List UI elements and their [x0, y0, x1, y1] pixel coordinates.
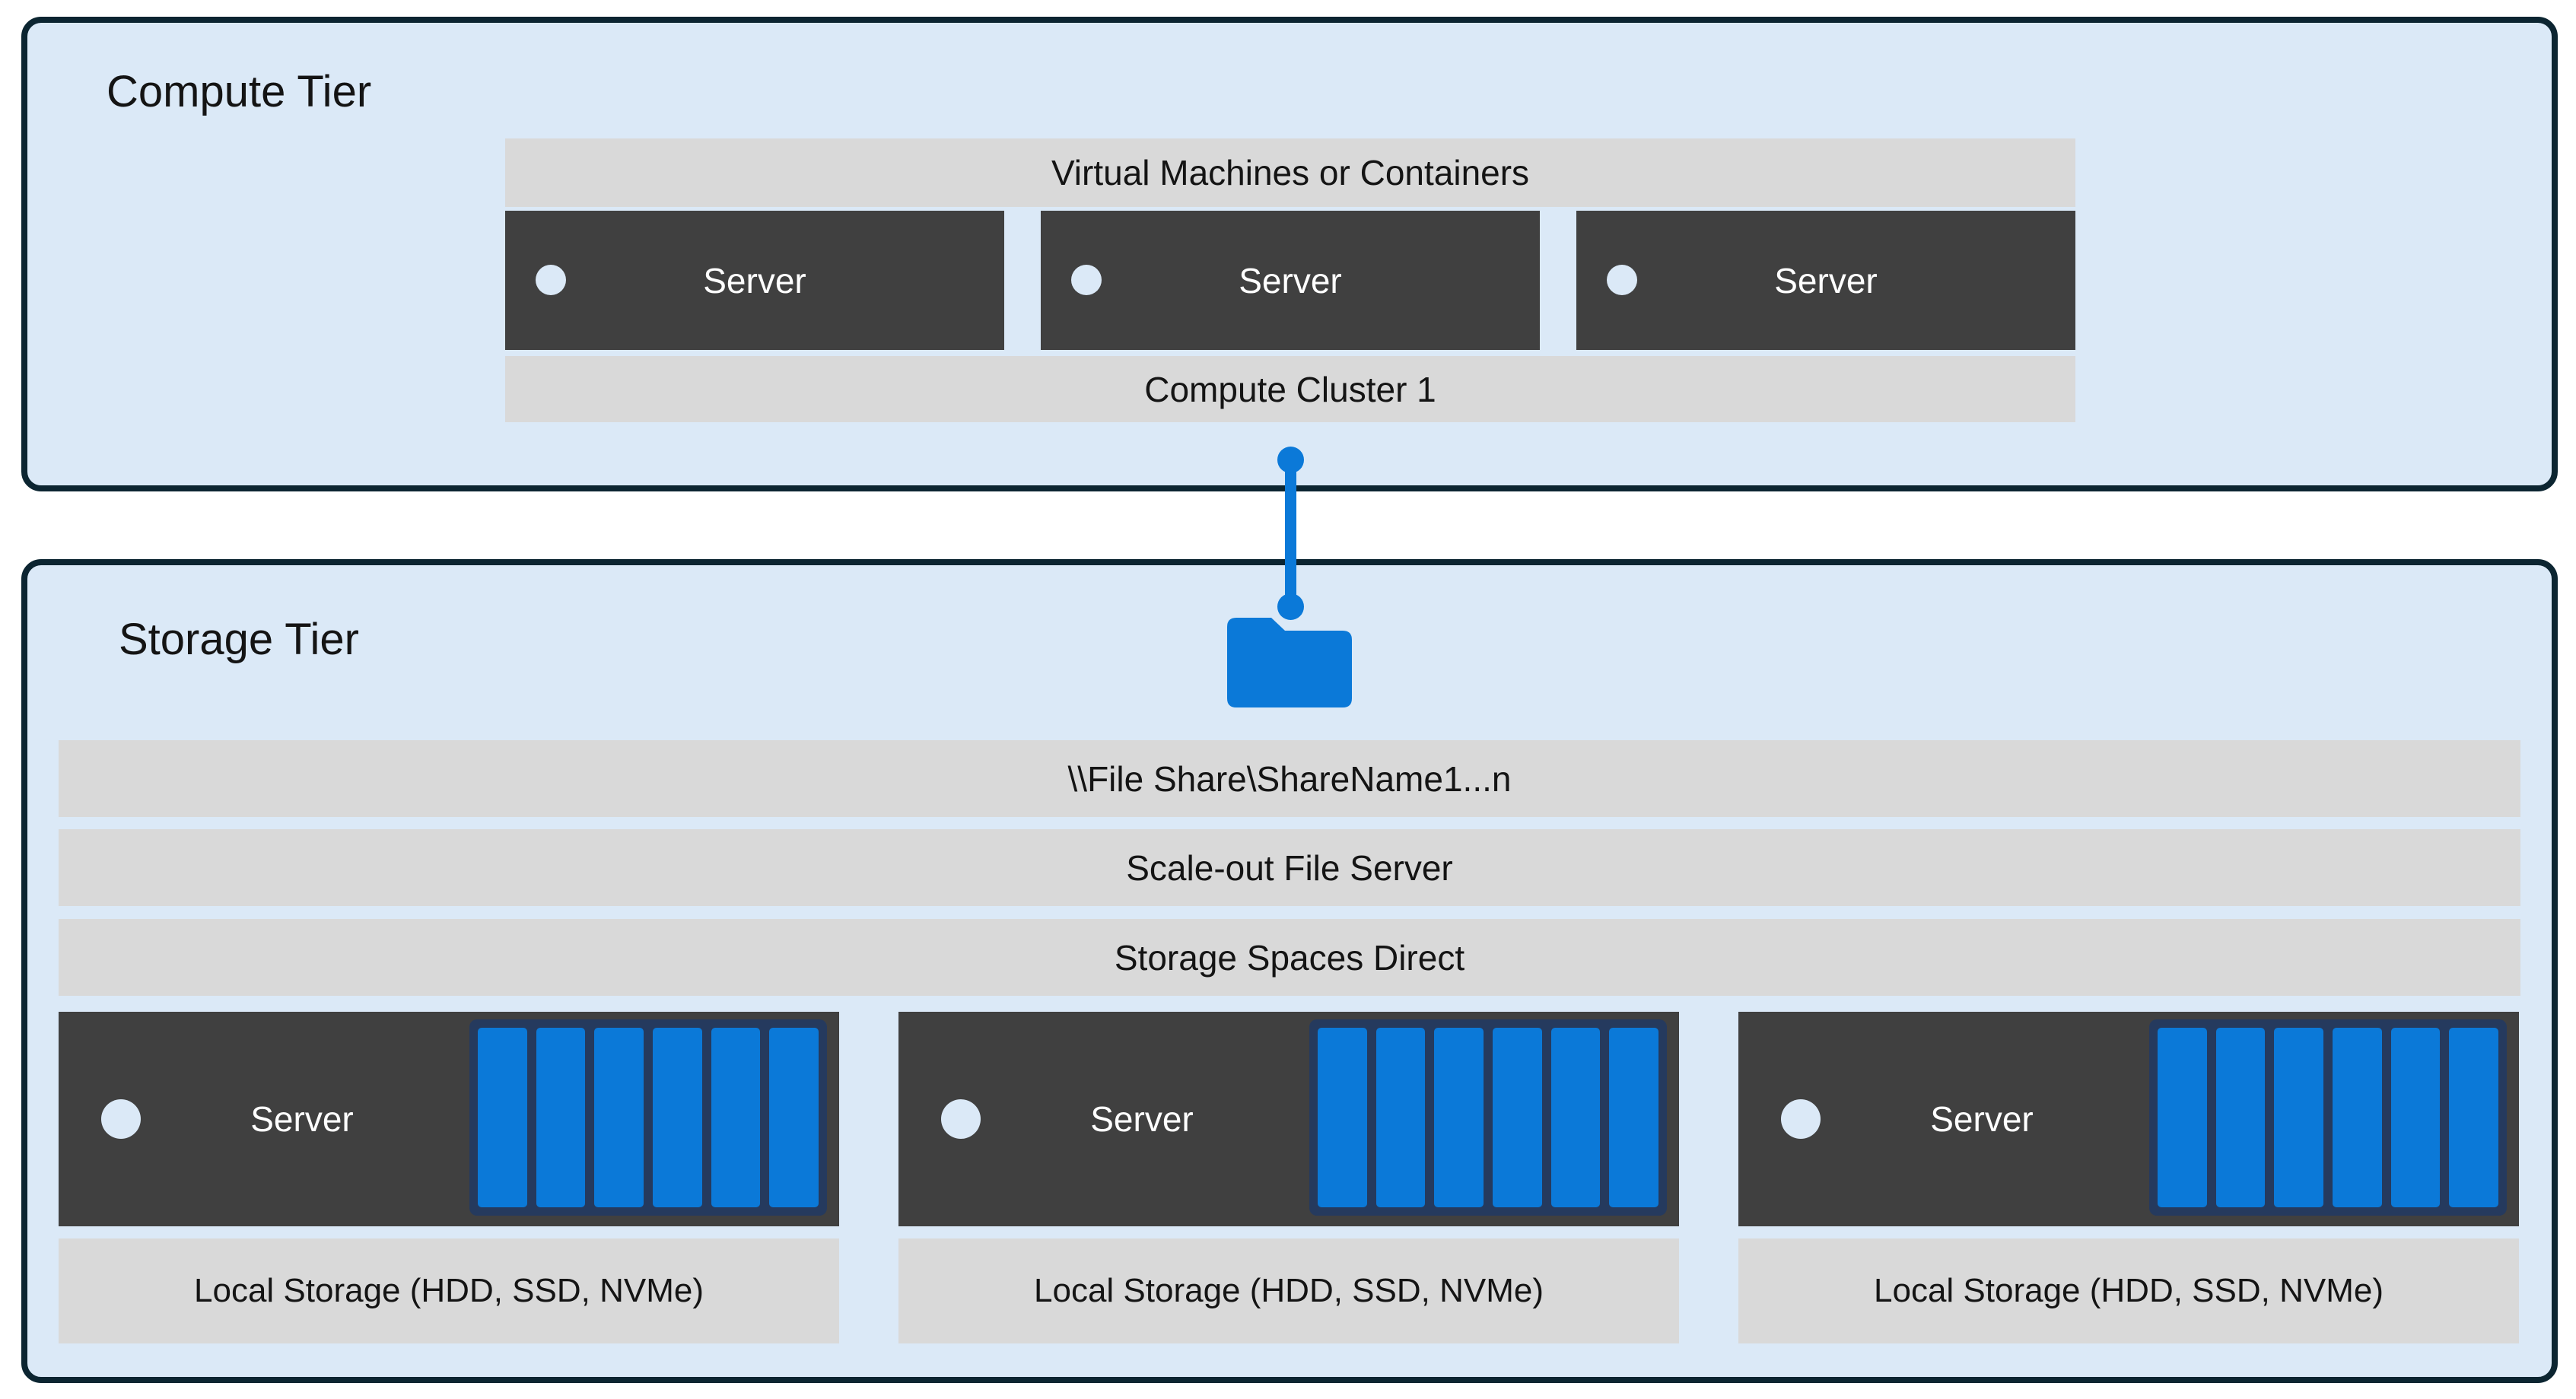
storage-server-2-label: Server: [1090, 1099, 1194, 1139]
disk-icon: [2215, 1028, 2266, 1207]
connector-endpoint-bottom-icon: [1277, 593, 1304, 620]
file-share-bar-label: \\File Share\ShareName1...n: [1067, 758, 1512, 799]
disk-icon: [2158, 1028, 2207, 1207]
disk-icon: [1493, 1028, 1542, 1207]
server-power-dot-icon: [941, 1099, 981, 1139]
storage-server-2: Server: [898, 1012, 1679, 1226]
disk-icon: [1609, 1028, 1659, 1207]
disk-icon: [2274, 1028, 2324, 1207]
storage-spaces-direct-bar: Storage Spaces Direct: [59, 919, 2520, 996]
compute-cluster-bar: Compute Cluster 1: [505, 356, 2075, 422]
local-storage-bar-2-label: Local Storage (HDD, SSD, NVMe): [1034, 1272, 1544, 1309]
disk-icon: [1318, 1028, 1367, 1207]
tier-connector-line: [1285, 459, 1296, 608]
local-storage-bar-3: Local Storage (HDD, SSD, NVMe): [1738, 1238, 2519, 1343]
file-share-bar: \\File Share\ShareName1...n: [59, 740, 2520, 817]
disk-array: [469, 1019, 827, 1216]
storage-server-1: Server: [59, 1012, 839, 1226]
compute-server-1-label: Server: [703, 260, 806, 300]
virtual-machines-bar-label: Virtual Machines or Containers: [1051, 153, 1530, 192]
storage-server-1-label: Server: [250, 1099, 354, 1139]
disk-icon: [2390, 1028, 2441, 1207]
compute-tier-title: Compute Tier: [107, 67, 372, 116]
disk-icon: [536, 1028, 586, 1207]
disk-array: [2149, 1019, 2507, 1216]
storage-spaces-direct-bar-label: Storage Spaces Direct: [1114, 937, 1465, 978]
disk-icon: [1550, 1028, 1601, 1207]
storage-tier-title: Storage Tier: [119, 615, 359, 664]
disk-icon: [478, 1028, 527, 1207]
local-storage-bar-3-label: Local Storage (HDD, SSD, NVMe): [1874, 1272, 2384, 1309]
storage-server-3: Server: [1738, 1012, 2519, 1226]
disk-icon: [594, 1028, 644, 1207]
compute-server-2-label: Server: [1239, 260, 1342, 300]
disk-array: [1309, 1019, 1667, 1216]
local-storage-bar-1: Local Storage (HDD, SSD, NVMe): [59, 1238, 839, 1343]
storage-server-3-label: Server: [1930, 1099, 2034, 1139]
connector-endpoint-top-icon: [1277, 447, 1304, 473]
compute-server-1: Server: [505, 211, 1004, 350]
compute-server-2: Server: [1041, 211, 1540, 350]
file-share-folder-icon: [1227, 618, 1352, 707]
disk-icon: [2333, 1028, 2382, 1207]
server-power-dot-icon: [1781, 1099, 1821, 1139]
disk-icon: [1434, 1028, 1484, 1207]
local-storage-bar-1-label: Local Storage (HDD, SSD, NVMe): [194, 1272, 704, 1309]
server-power-dot-icon: [1607, 265, 1637, 295]
disk-icon: [711, 1028, 761, 1207]
compute-cluster-bar-label: Compute Cluster 1: [1144, 369, 1436, 409]
scale-out-file-server-bar: Scale-out File Server: [59, 829, 2520, 906]
server-power-dot-icon: [536, 265, 566, 295]
local-storage-bar-2: Local Storage (HDD, SSD, NVMe): [898, 1238, 1679, 1343]
disk-icon: [653, 1028, 702, 1207]
disk-icon: [769, 1028, 819, 1207]
server-power-dot-icon: [1071, 265, 1102, 295]
virtual-machines-bar: Virtual Machines or Containers: [505, 138, 2075, 207]
server-power-dot-icon: [101, 1099, 141, 1139]
compute-server-3-label: Server: [1774, 260, 1878, 300]
disk-icon: [1375, 1028, 1426, 1207]
scale-out-file-server-bar-label: Scale-out File Server: [1126, 847, 1453, 888]
disk-icon: [2449, 1028, 2499, 1207]
compute-server-3: Server: [1576, 211, 2075, 350]
